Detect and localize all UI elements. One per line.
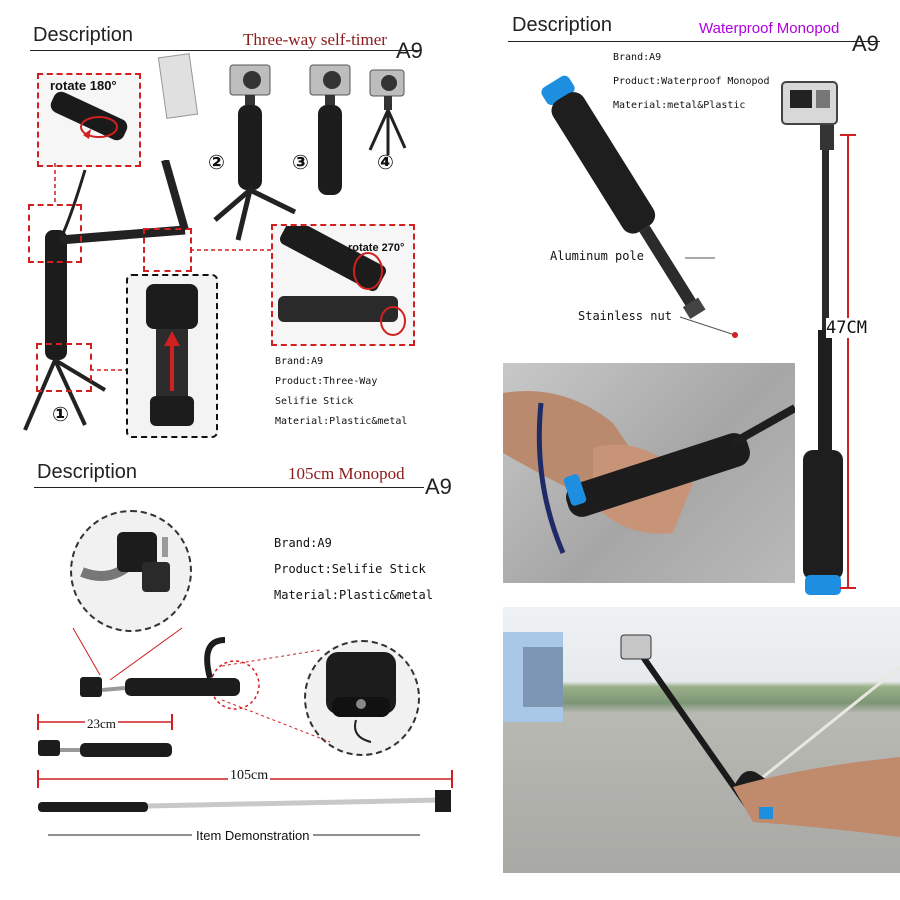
three-way-specs: Brand:A9 Product:Three-Way Selifie Stick… — [275, 352, 407, 432]
three-way-subtitle: Three-way self-timer — [243, 30, 387, 49]
joint-highlight-box — [28, 204, 82, 263]
monopod-105-model: A9 — [425, 474, 452, 499]
extended-monopod-image — [781, 81, 856, 595]
pole-label-lines — [679, 257, 738, 338]
waterproof-model: A9 — [852, 31, 879, 56]
spec-product-cont: Selifie Stick — [275, 396, 354, 407]
mount-detail-circle — [70, 510, 192, 632]
variant-3-number: ③ — [292, 150, 309, 174]
lock-closeup — [126, 274, 218, 438]
spec-material: Material:metal&Plastic — [613, 100, 746, 111]
waterproof-subtitle: Waterproof Monopod — [699, 20, 840, 37]
hand-grip-photo — [503, 363, 795, 583]
spec-material: Material:Plastic&metal — [274, 588, 433, 602]
item-demonstration-caption: Item Demonstration — [192, 828, 314, 843]
three-way-variants — [213, 64, 407, 241]
rotate-180-label: rotate 180° — [50, 78, 117, 93]
spec-brand: Brand:A9 — [274, 536, 332, 550]
short-length-label: 23cm — [85, 716, 118, 732]
spec-product: Product:Selifie Stick — [274, 562, 426, 576]
stainless-nut-label: Stainless nut — [578, 309, 672, 323]
spec-product: Product:Waterproof Monopod — [613, 76, 770, 87]
variant-4-number: ④ — [377, 150, 394, 174]
waterproof-monopod-image — [541, 75, 706, 320]
spec-brand: Brand:A9 — [613, 52, 662, 63]
rotate-270-label: rotate 270° — [348, 242, 405, 254]
rotate-270-callout — [271, 218, 415, 346]
handle-detail-circle — [304, 640, 420, 756]
waterproof-title: Description — [512, 14, 613, 36]
monopod-105-subtitle: 105cm Monopod — [288, 464, 405, 483]
waterproof-specs: Brand:A9 Product:Waterproof Monopod Mate… — [613, 46, 770, 118]
hinge-highlight-box — [143, 228, 192, 272]
base-highlight-box — [36, 343, 92, 392]
monopod-105-title: Description — [37, 461, 138, 483]
three-way-title: Description — [33, 24, 134, 46]
variant-1-number: ① — [52, 402, 69, 426]
monopod-105-specs: Brand:A9 Product:Selifie Stick Material:… — [274, 530, 433, 608]
long-length-label: 105cm — [228, 768, 271, 784]
callout-connectors — [54, 163, 272, 371]
rotate-180-callout — [37, 73, 141, 167]
aluminum-pole-label: Aluminum pole — [550, 249, 644, 263]
monopod-105-drawing — [37, 627, 453, 836]
three-way-model: A9 — [396, 38, 423, 63]
outdoor-selfie-photo — [503, 607, 900, 873]
spec-brand: Brand:A9 — [275, 356, 324, 367]
length-47cm-label: 47CM — [826, 318, 867, 338]
variant-2-number: ② — [208, 150, 225, 174]
spec-product: Product:Three-Way — [275, 376, 378, 387]
spec-material: Material:Plastic&metal — [275, 416, 408, 427]
